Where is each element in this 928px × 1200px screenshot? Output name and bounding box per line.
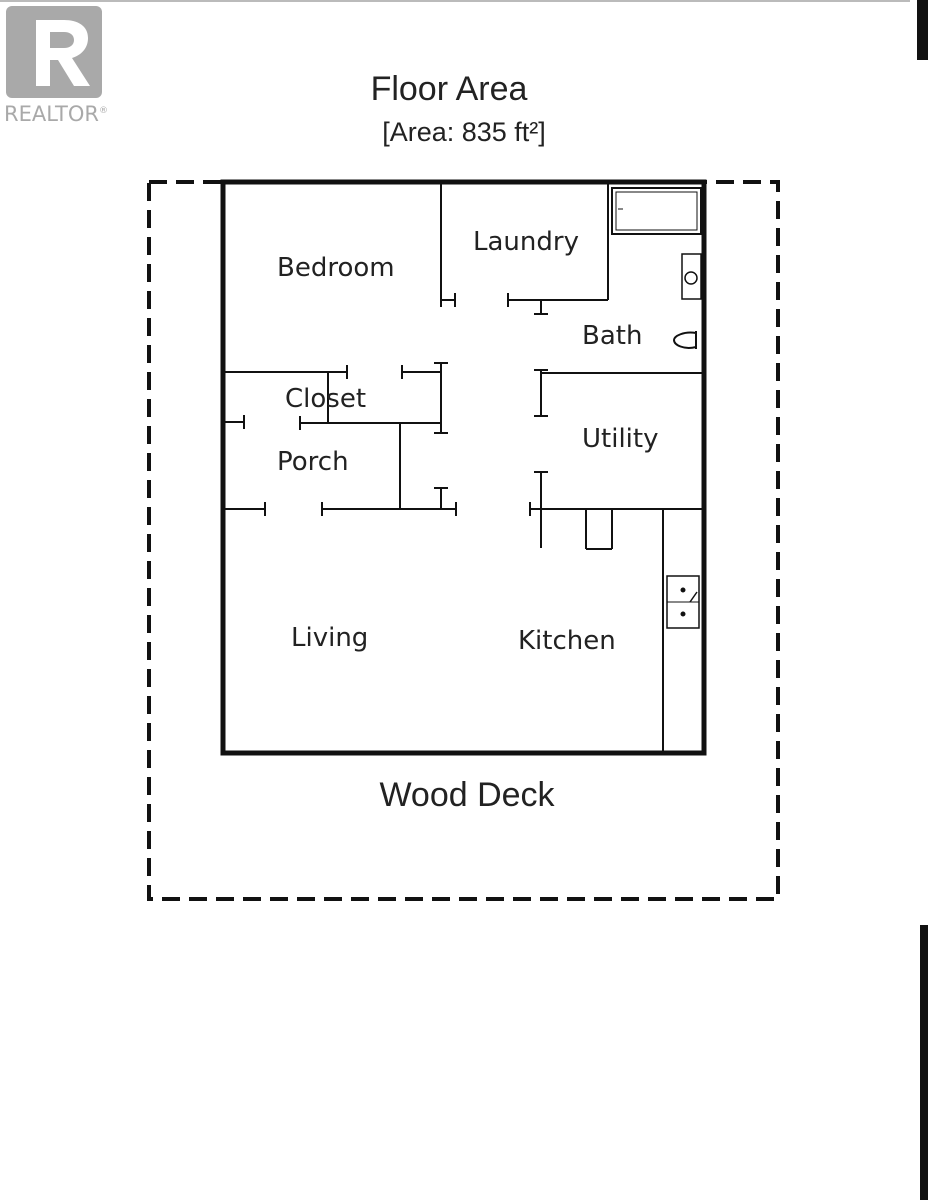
deck-label: Wood Deck	[379, 776, 555, 814]
room-label-bath: Bath	[582, 321, 643, 351]
room-label-porch: Porch	[277, 447, 349, 477]
room-label-bedroom: Bedroom	[277, 253, 395, 283]
room-label-utility: Utility	[582, 424, 659, 454]
exterior-wall	[220, 179, 707, 756]
realtor-logo: REALTOR®	[4, 6, 116, 130]
room-label-living: Living	[291, 623, 369, 653]
room-label-kitchen: Kitchen	[518, 626, 616, 656]
plan-title: Floor Area	[370, 70, 528, 108]
scan-edge-top	[0, 0, 910, 2]
scan-edge-right-bottom	[920, 925, 928, 1200]
realtor-wordmark: REALTOR®	[4, 102, 108, 126]
room-label-laundry: Laundry	[473, 227, 579, 257]
toilet	[672, 331, 697, 349]
bath-sink	[681, 253, 702, 300]
realtor-r-icon	[6, 6, 102, 98]
plan-area: [Area: 835 ft²]	[382, 117, 546, 147]
room-label-closet: Closet	[285, 384, 367, 414]
scan-edge-right-top	[917, 0, 928, 60]
bathtub	[611, 187, 702, 235]
